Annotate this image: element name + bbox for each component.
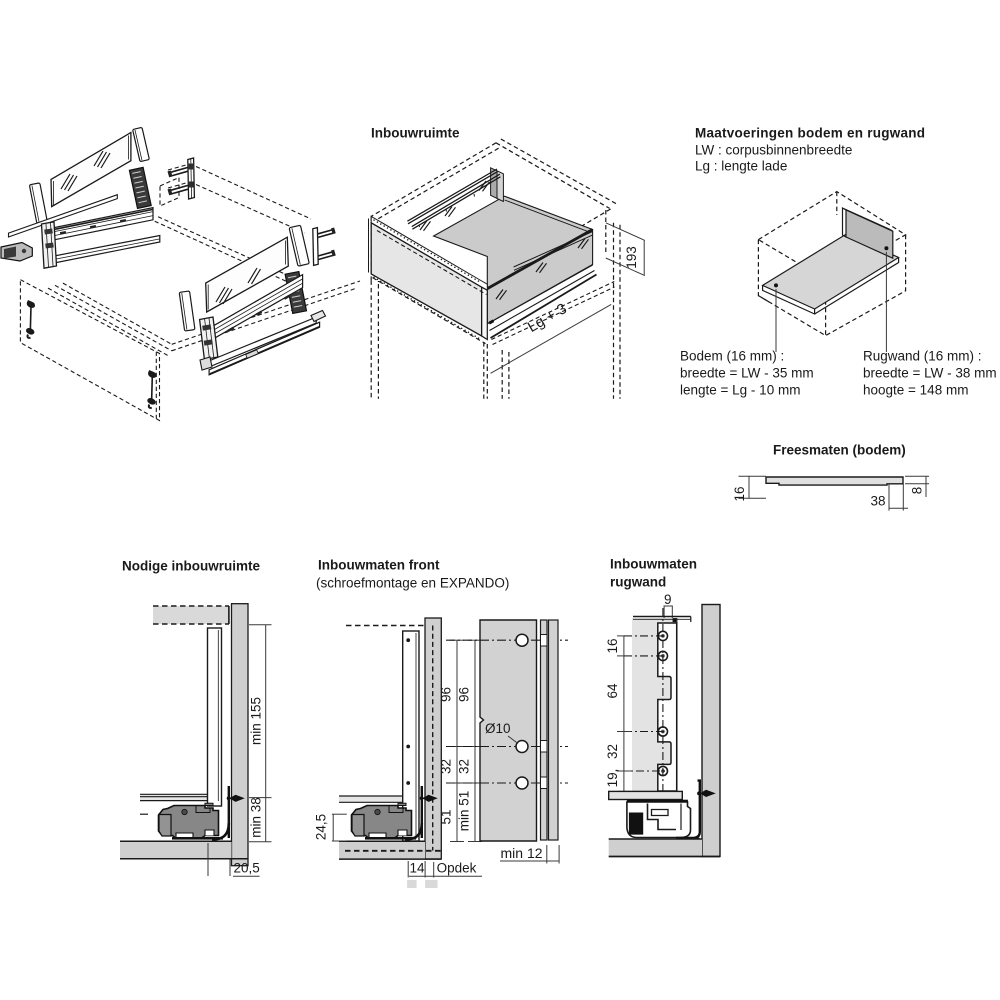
svg-text:9: 9 bbox=[664, 592, 672, 607]
svg-text:16: 16 bbox=[605, 638, 620, 653]
svg-text:32: 32 bbox=[605, 744, 620, 759]
svg-text:96: 96 bbox=[457, 687, 472, 702]
svg-text:Lg : lengte lade: Lg : lengte lade bbox=[695, 159, 787, 174]
svg-text:38: 38 bbox=[870, 494, 885, 509]
svg-text:51: 51 bbox=[439, 809, 454, 824]
svg-text:lengte = Lg - 10 mm: lengte = Lg - 10 mm bbox=[680, 383, 800, 398]
svg-text:Inbouwruimte: Inbouwruimte bbox=[371, 126, 460, 141]
svg-text:Inbouwmaten: Inbouwmaten bbox=[610, 557, 697, 572]
svg-text:min 12: min 12 bbox=[501, 845, 543, 861]
svg-text:32: 32 bbox=[439, 759, 454, 774]
svg-text:min 155: min 155 bbox=[249, 697, 264, 745]
svg-text:LW : corpusbinnenbreedte: LW : corpusbinnenbreedte bbox=[695, 143, 852, 158]
svg-text:19,: 19, bbox=[605, 769, 620, 788]
svg-text:16: 16 bbox=[732, 486, 747, 501]
svg-text:64: 64 bbox=[605, 683, 620, 699]
svg-text:Freesmaten (bodem): Freesmaten (bodem) bbox=[773, 443, 906, 458]
svg-text:breedte = LW - 35 mm: breedte = LW - 35 mm bbox=[680, 366, 814, 381]
svg-text:14: 14 bbox=[410, 861, 426, 876]
svg-text:Opdek: Opdek bbox=[437, 861, 477, 876]
svg-text:Inbouwmaten front: Inbouwmaten front bbox=[318, 558, 440, 573]
svg-text:32: 32 bbox=[457, 759, 472, 774]
svg-text:min 38: min 38 bbox=[249, 797, 264, 838]
svg-text:193: 193 bbox=[624, 246, 639, 269]
svg-text:96: 96 bbox=[439, 687, 454, 702]
svg-text:hoogte = 148 mm: hoogte = 148 mm bbox=[863, 383, 968, 398]
svg-text:Bodem (16 mm) :: Bodem (16 mm) : bbox=[680, 349, 784, 364]
svg-text:rugwand: rugwand bbox=[610, 575, 666, 590]
svg-text:24,5: 24,5 bbox=[314, 814, 329, 840]
svg-text:(schroefmontage en EXPANDO): (schroefmontage en EXPANDO) bbox=[316, 576, 509, 591]
svg-text:min 51: min 51 bbox=[457, 791, 472, 832]
svg-text:8: 8 bbox=[910, 487, 925, 495]
svg-text:Nodige inbouwruimte: Nodige inbouwruimte bbox=[122, 559, 260, 574]
svg-text:20,5: 20,5 bbox=[234, 861, 260, 876]
svg-text:Rugwand (16 mm) :: Rugwand (16 mm) : bbox=[863, 349, 982, 364]
svg-text:Ø10: Ø10 bbox=[485, 721, 511, 736]
svg-text:Maatvoeringen bodem en rugwand: Maatvoeringen bodem en rugwand bbox=[695, 126, 925, 141]
svg-text:breedte = LW - 38 mm: breedte = LW - 38 mm bbox=[863, 366, 997, 381]
